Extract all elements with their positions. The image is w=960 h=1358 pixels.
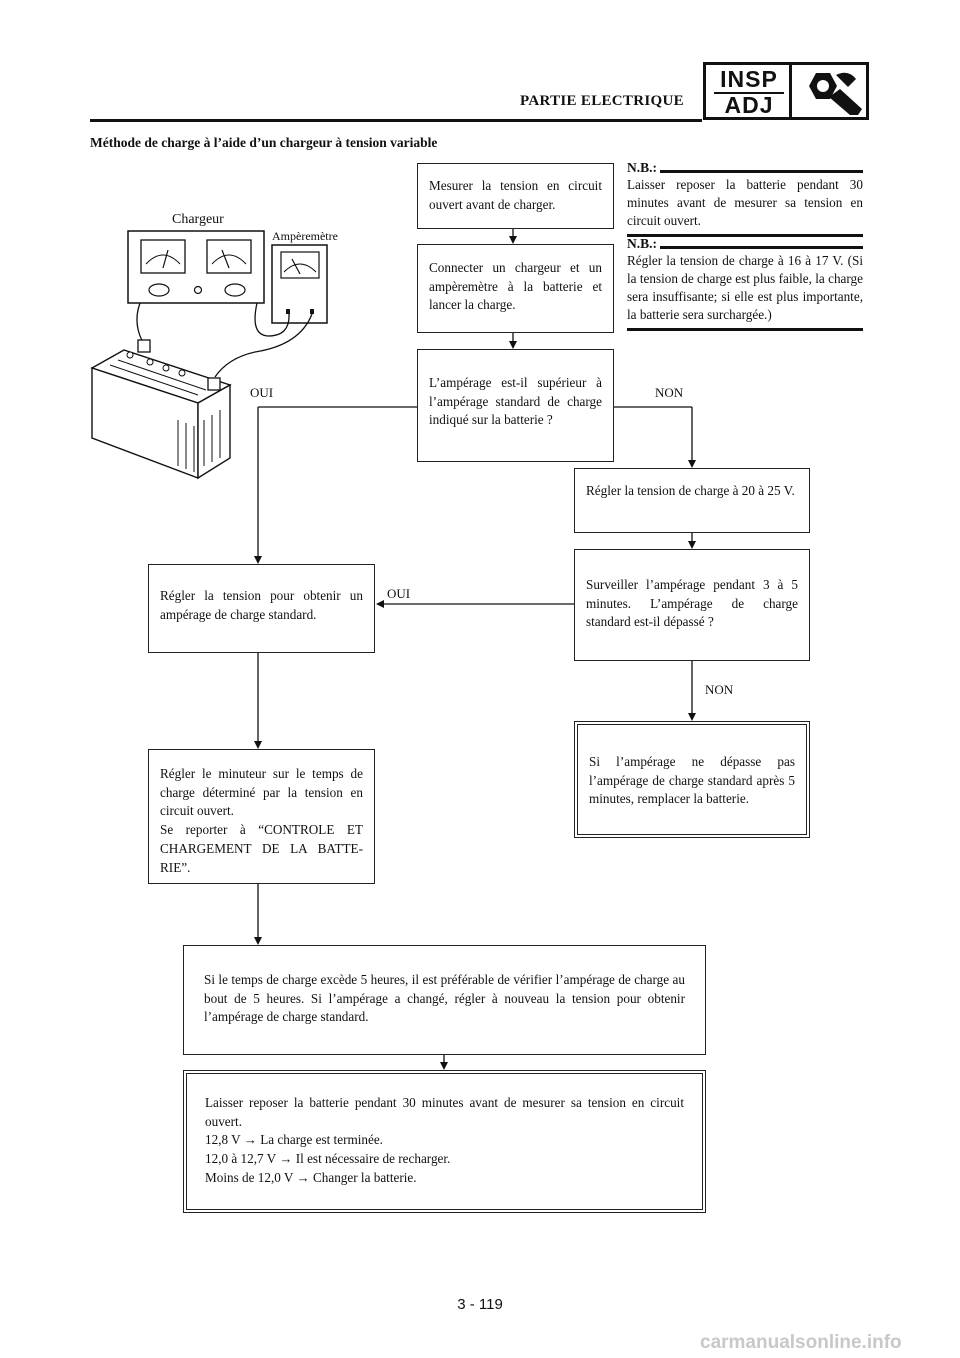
yes-label-1: OUI [250,385,274,400]
final-line-4: Moins de 12,0 V → Changer la batterie. [205,1169,417,1185]
step-monitor-amperage: Surveiller l’ampérage pendant 3 à 5 minu… [574,549,810,661]
timer-line-1: Régler le minuteur sur le temps de charg… [160,766,363,819]
yes-label-2: OUI [387,586,411,601]
note-1-title: N.B.: [627,160,657,175]
badge-top-text: INSP [720,66,778,92]
page-title: Méthode de charge à l’aide d’un chargeur… [90,135,438,150]
charger-icon [127,230,265,304]
badge-bottom-text: ADJ [724,92,774,118]
final-line-3: 12,0 à 12,7 V → Il est nécessaire de rec… [205,1151,451,1167]
page-number: 3 - 119 [457,1296,503,1313]
timer-line-2: Se reporter à “CONTROLE ET CHARGEMENT DE… [160,822,363,875]
final-line-2: 12,8 V → La charge est terminée. [205,1132,383,1148]
step-final-rest: Laisser reposer la batterie pendant 30 m… [183,1070,706,1213]
insp-adj-badge: INSP ADJ [703,62,869,120]
ammeter-label: Ampèremètre [272,229,338,243]
step-replace-battery: Si l’ampérage ne dépasse pas l’ampérage … [574,721,810,838]
ammeter-icon [271,244,328,324]
question-amperage: L’ampérage est-il supérieur à l’ampérage… [417,349,614,462]
step-adjust-voltage: Régler la tension pour obtenir un ampéra… [148,564,375,653]
note-2: N.B.: Régler la tension de charge à 16 à… [627,236,863,331]
final-line-1: Laisser reposer la batterie pendant 30 m… [205,1095,684,1129]
note-1: N.B.: Laisser reposer la batterie pendan… [627,160,863,237]
note-2-text: Régler la tension de charge à 16 à 17 V.… [627,253,863,322]
no-label-2: NON [705,682,734,697]
step-check-after-5h: Si le temps de charge excède 5 heures, i… [183,945,706,1055]
section-title: PARTIE ELECTRIQUE [520,93,684,109]
header-rule [90,119,702,122]
no-label-1: NON [655,385,684,400]
wrench-nut-icon [809,72,862,115]
note-2-title: N.B.: [627,236,657,251]
step-connect-charger: Connecter un chargeur et un ampèremètre … [417,244,614,333]
battery-icon [90,339,232,480]
note-1-text: Laisser reposer la batterie pendant 30 m… [627,177,863,228]
watermark: carmanualsonline.info [700,1332,902,1353]
step-set-timer: Régler le minuteur sur le temps de charg… [148,749,375,884]
charger-label: Chargeur [172,212,224,227]
step-measure-voltage: Mesurer la tension en circuit ouvert ava… [417,163,614,229]
step-set-20-25v: Régler la tension de charge à 20 à 25 V. [574,468,810,533]
